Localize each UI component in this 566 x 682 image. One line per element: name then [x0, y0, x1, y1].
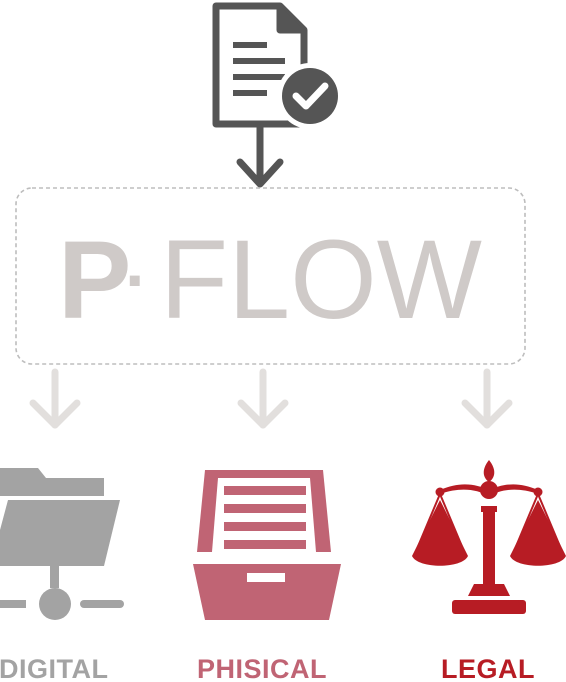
arrow-down-icon: [237, 368, 289, 429]
pflow-logo: P · FLOW: [58, 217, 482, 342]
document-approved-icon: [212, 2, 343, 129]
label-legal: LEGAL: [441, 654, 535, 682]
label-digital: DIGITAL: [0, 654, 108, 682]
logo-letter-p: P: [58, 219, 131, 342]
scales-of-justice-icon: [412, 460, 566, 614]
arrow-down-icon: [461, 368, 513, 429]
arrow-down-icon: [29, 368, 81, 429]
network-folder-icon: [0, 468, 124, 620]
label-phisical: PHISICAL: [197, 654, 327, 682]
arrow-down-icon: [236, 124, 284, 188]
process-box: [15, 187, 526, 365]
logo-word-flow: FLOW: [160, 217, 482, 342]
logo-separator: ·: [125, 241, 148, 319]
archive-drawer-icon: [193, 470, 341, 620]
